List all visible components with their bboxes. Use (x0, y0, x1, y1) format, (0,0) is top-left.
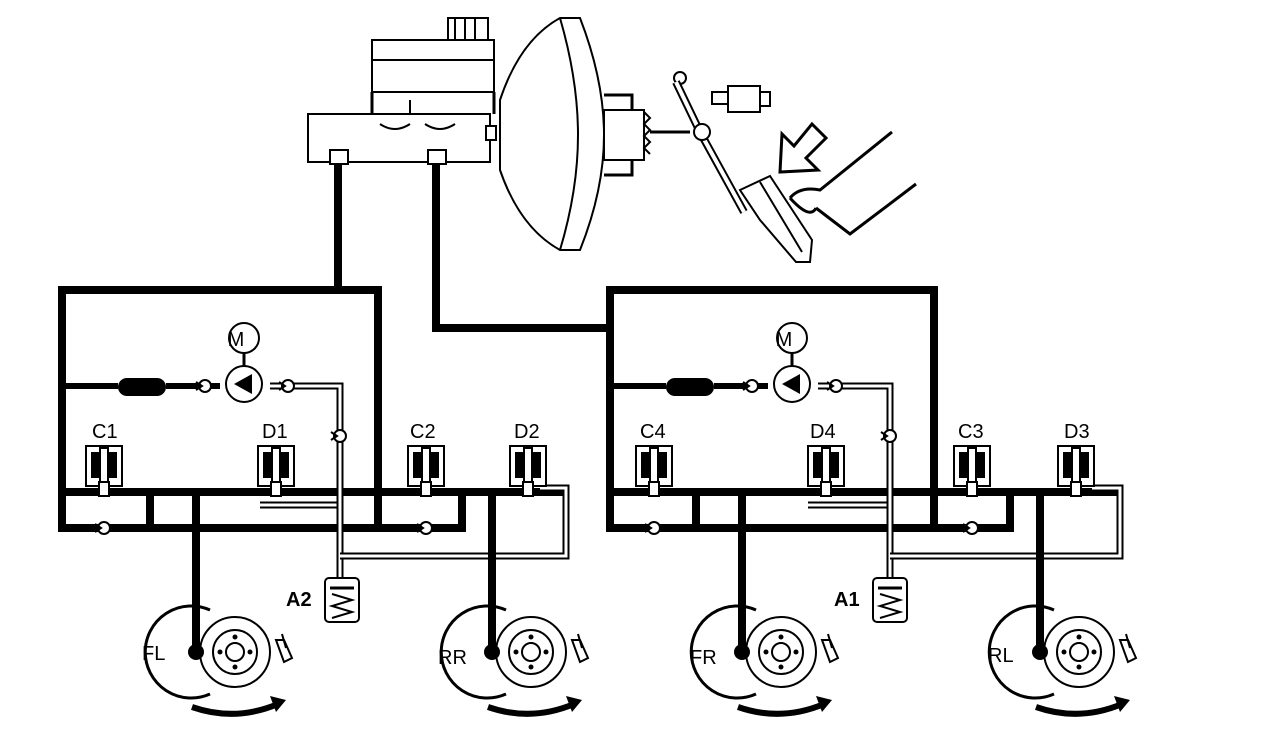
wheel-label-rl: RL (988, 645, 1014, 667)
valve-label-d3: D3 (1064, 421, 1090, 443)
brake-pedal (672, 71, 814, 263)
wheel-fl-disc-icon (145, 606, 292, 714)
valve-label-c2: C2 (410, 421, 436, 443)
wheel-label-fr: FR (690, 647, 717, 669)
pedal-force-arrow-icon (778, 121, 829, 174)
motor-label-left: M (228, 329, 245, 351)
valve-label-d4: D4 (810, 421, 836, 443)
valve-label-c3: C3 (958, 421, 984, 443)
brake-booster (499, 17, 690, 251)
valve-label-c1: C1 (92, 421, 118, 443)
driver-foot (788, 130, 917, 236)
wheel-label-rr: RR (438, 647, 467, 669)
valve-label-c4: C4 (640, 421, 666, 443)
wheel-label-fl: FL (142, 643, 165, 665)
accumulator-label-a1: A1 (834, 589, 860, 611)
hydraulic-circuit-right (606, 286, 1124, 648)
hydraulic-circuit-left (58, 286, 570, 648)
master-cylinder-assembly (307, 17, 497, 165)
valve-label-d1: D1 (262, 421, 288, 443)
primary-brake-line (334, 164, 610, 332)
valve-label-d2: D2 (514, 421, 540, 443)
motor-label-right: M (776, 329, 793, 351)
accumulator-label-a2: A2 (286, 589, 312, 611)
